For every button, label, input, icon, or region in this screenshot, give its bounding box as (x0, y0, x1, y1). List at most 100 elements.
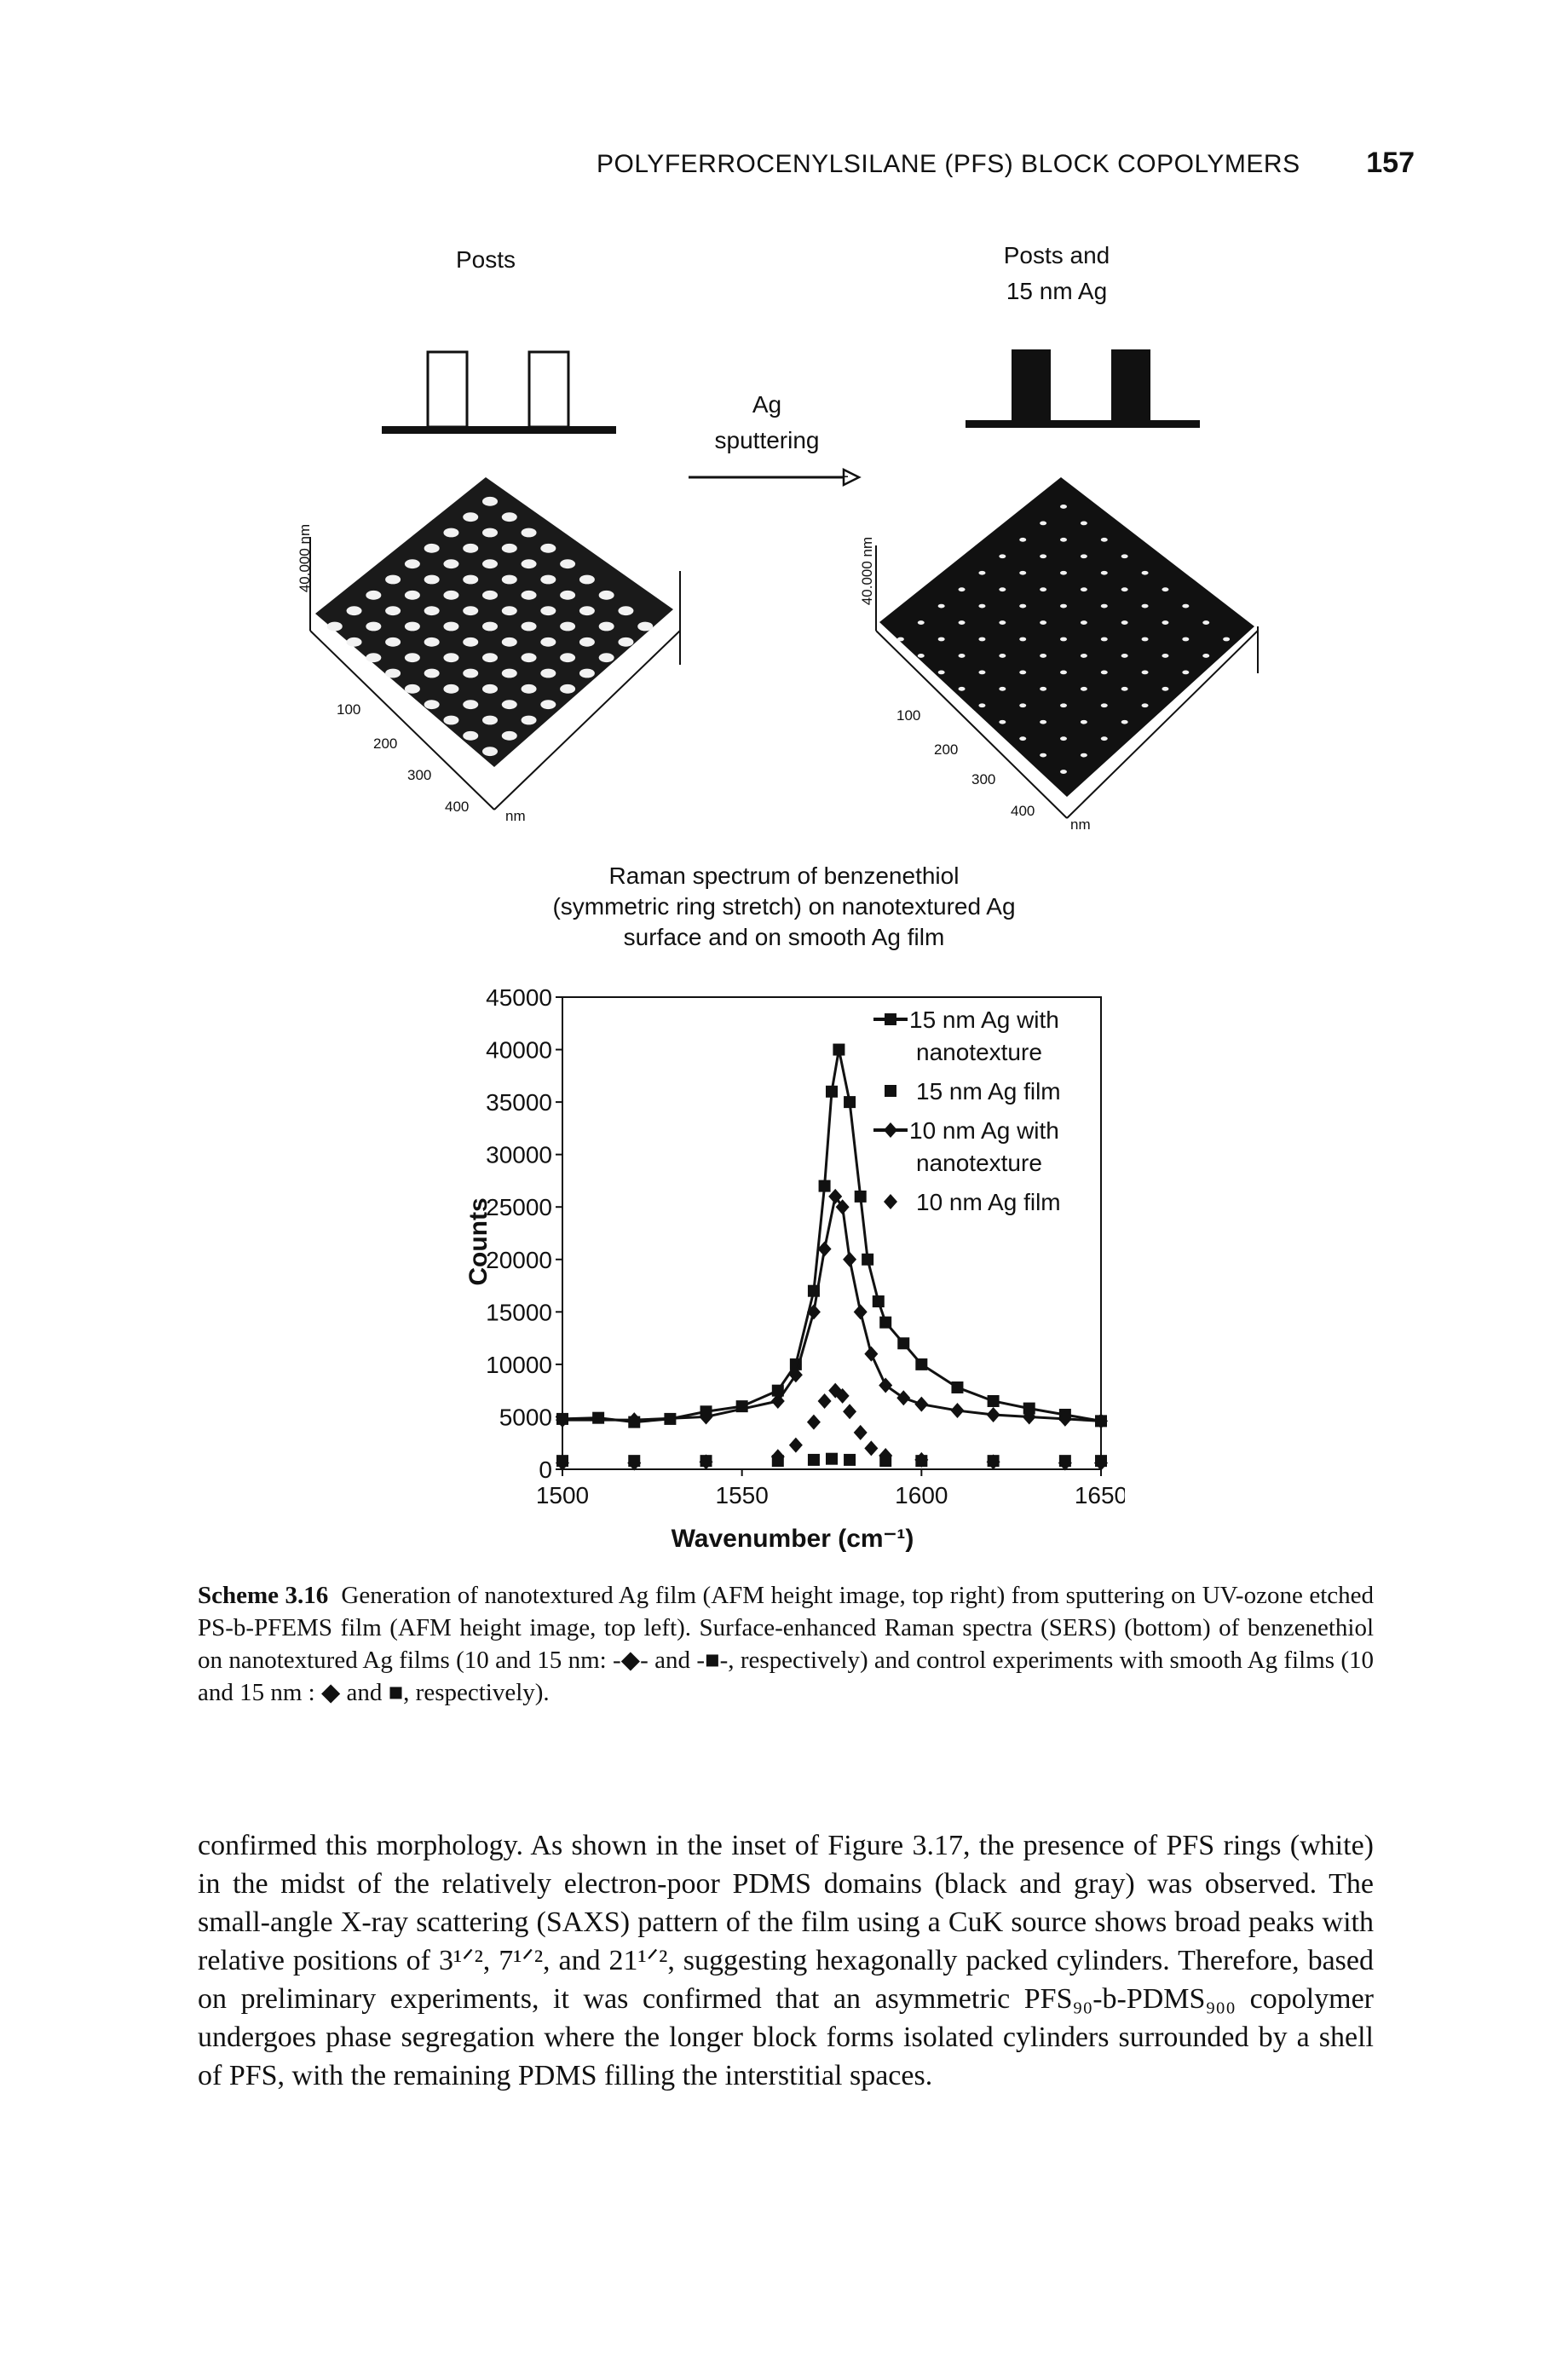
data-point (770, 1393, 785, 1409)
afm-feature (443, 653, 459, 663)
afm-right-tick-100: 100 (896, 707, 921, 724)
afm-feature (404, 621, 420, 632)
afm-feature (1100, 603, 1108, 609)
afm-feature (501, 574, 517, 585)
afm-feature (1060, 670, 1067, 675)
afm-feature (917, 620, 925, 625)
data-point (914, 1451, 929, 1468)
afm-feature (463, 730, 479, 741)
afm-feature (1141, 603, 1149, 609)
data-point (986, 1406, 1000, 1422)
afm-feature (978, 670, 986, 675)
afm-feature (579, 637, 595, 647)
data-point (699, 1454, 713, 1470)
afm-feature (521, 559, 537, 569)
legend-label: nanotexture (916, 1150, 1042, 1176)
afm-feature (1060, 603, 1067, 609)
afm-feature (1080, 654, 1087, 658)
afm-feature (1100, 670, 1108, 675)
legend-label: 15 nm Ag with (909, 1007, 1059, 1033)
afm-feature (424, 574, 440, 585)
afm-feature (463, 574, 479, 585)
afm-feature (978, 637, 986, 642)
data-point (915, 1358, 928, 1370)
afm-feature (1121, 620, 1128, 625)
data-point (835, 1387, 850, 1404)
data-point (833, 1043, 845, 1056)
afm-feature (1080, 620, 1087, 625)
figure-caption: Scheme 3.16 Generation of nanotextured A… (198, 1579, 1374, 1709)
afm-left-tick-100: 100 (337, 701, 361, 718)
arrow-head-icon (689, 467, 862, 487)
afm-feature (1182, 637, 1190, 642)
afm-feature (501, 637, 517, 647)
y-tick-label: 25000 (486, 1194, 552, 1220)
afm-right-unit: nm (1070, 816, 1091, 833)
afm-feature (1141, 670, 1149, 675)
afm-feature (1141, 637, 1149, 642)
y-tick-label: 20000 (486, 1247, 552, 1273)
data-point (951, 1381, 964, 1393)
filled-posts-icon (966, 349, 1200, 428)
posts-and-ag-label-line2: 15 nm Ag (1006, 278, 1108, 304)
afm-feature (346, 606, 362, 616)
y-tick-label: 5000 (499, 1404, 552, 1430)
afm-feature (1182, 670, 1190, 675)
afm-left-z-label: 40.000 nm (297, 523, 314, 593)
afm-feature (1060, 537, 1067, 542)
y-tick-label: 0 (539, 1456, 552, 1483)
afm-feature (424, 668, 440, 678)
data-point (854, 1190, 867, 1203)
series-3 (556, 1382, 1108, 1471)
afm-feature (443, 684, 459, 694)
afm-feature (540, 606, 556, 616)
afm-feature (1040, 753, 1047, 758)
afm-feature (1182, 603, 1190, 609)
data-point (1023, 1402, 1035, 1415)
afm-feature (521, 715, 537, 725)
data-point (788, 1437, 803, 1453)
afm-feature (999, 686, 1006, 691)
afm-feature (1019, 637, 1027, 642)
afm-feature (1060, 570, 1067, 575)
afm-feature (598, 653, 614, 663)
chart-title-line: surface and on smooth Ag film (623, 924, 945, 950)
chart-title: Raman spectrum of benzenethiol (symmetri… (477, 861, 1091, 953)
afm-feature (424, 606, 440, 616)
data-point (806, 1304, 821, 1320)
afm-feature (999, 554, 1006, 559)
afm-right-z-label: 40.000 nm (859, 536, 876, 606)
afm-feature (1162, 620, 1169, 625)
afm-feature (917, 654, 925, 658)
afm-feature (501, 668, 517, 678)
afm-feature (404, 559, 420, 569)
legend-marker (885, 1013, 896, 1025)
afm-feature (978, 570, 986, 575)
afm-feature (560, 590, 576, 600)
afm-feature (501, 700, 517, 710)
data-point (1022, 1409, 1036, 1425)
data-point (862, 1253, 874, 1266)
afm-right-tick-400: 400 (1011, 803, 1035, 819)
afm-image-silver (875, 477, 1259, 819)
afm-feature (540, 700, 556, 710)
afm-feature (1060, 637, 1067, 642)
afm-feature (1080, 719, 1087, 724)
open-posts-icon (382, 350, 616, 434)
series-2 (556, 1188, 1108, 1429)
page-number: 157 (1366, 147, 1415, 179)
posts-label: Posts (455, 246, 516, 273)
afm-feature (1040, 620, 1047, 625)
x-tick-label: 1500 (536, 1482, 589, 1508)
afm-feature (463, 512, 479, 522)
afm-feature (1121, 654, 1128, 658)
ag-sputtering-label-line2: sputtering (714, 427, 820, 453)
data-point (556, 1412, 569, 1428)
afm-feature (1019, 603, 1027, 609)
afm-feature (1019, 703, 1027, 708)
afm-feature (1019, 736, 1027, 741)
afm-feature (1202, 620, 1210, 625)
afm-feature (366, 653, 382, 663)
data-point (627, 1455, 642, 1471)
afm-feature (385, 606, 401, 616)
